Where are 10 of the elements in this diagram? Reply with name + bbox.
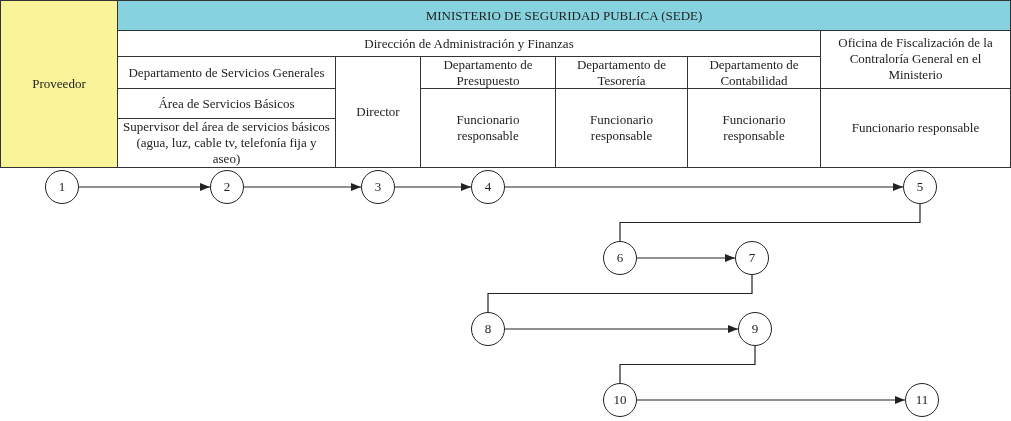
- arrow: [78, 183, 211, 191]
- arrow: [636, 396, 906, 404]
- arrow: [504, 183, 904, 191]
- lane-header: Proveedor: [0, 0, 118, 168]
- arrow: [394, 183, 472, 191]
- header-band: MINISTERIO DE SEGURIDAD PUBLICA (SEDE): [117, 0, 1011, 31]
- arrow: [636, 254, 736, 262]
- table-cell: Funcionario responsable: [820, 88, 1011, 168]
- arrow: [243, 183, 362, 191]
- arrow: [504, 325, 739, 333]
